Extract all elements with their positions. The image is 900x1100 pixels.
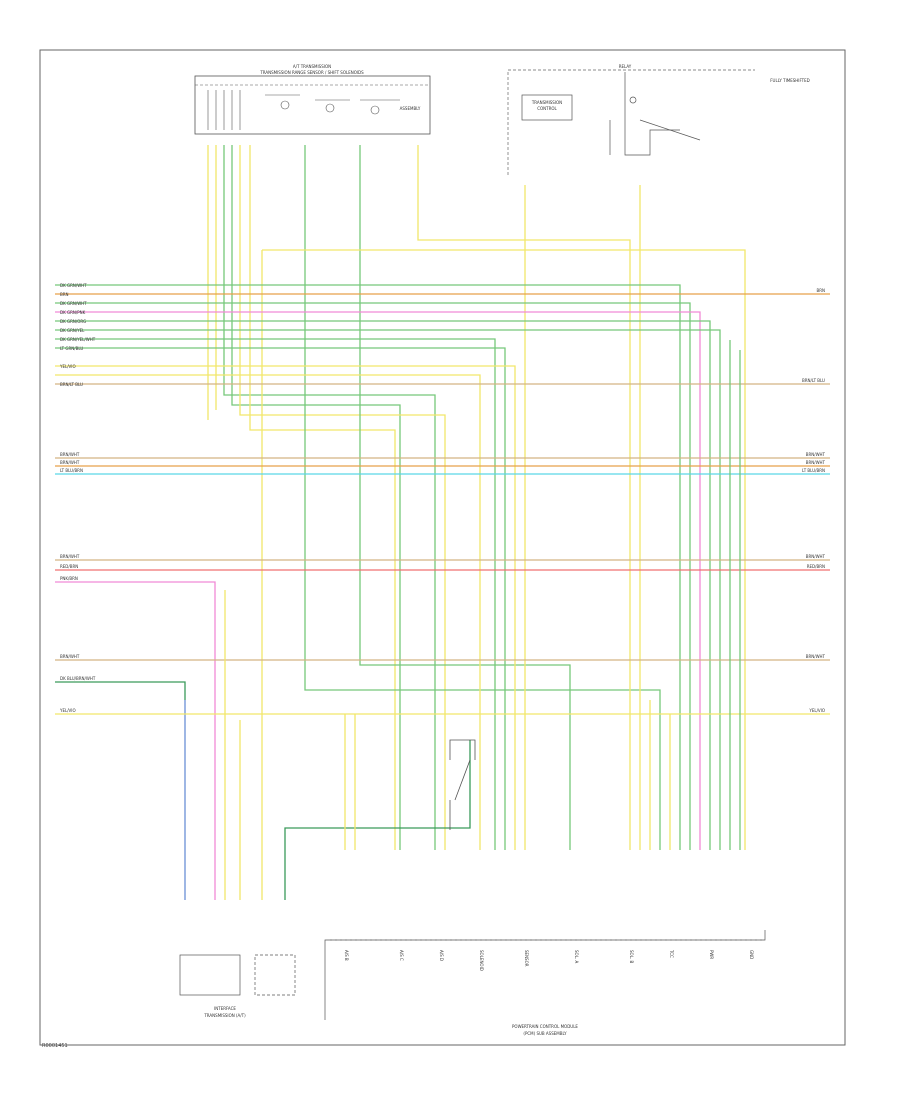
pin-label-5: SENSOR (524, 950, 529, 967)
right-label-5: LT BLU/BRN (802, 468, 825, 473)
left-label-3: DK GRN/WHT (60, 301, 87, 306)
pcm-title: POWERTRAIN CONTROL MODULE (512, 1024, 578, 1029)
top-right-box-label: TRANSMISSION (531, 100, 562, 105)
diagram-frame (39, 49, 846, 1046)
bottom-left-title: INTERFACE (214, 1006, 236, 1011)
top-right-relay: TRANSMISSION CONTROL RELAY FULLY TIMESHI… (507, 64, 810, 175)
pin-label-1: A/S B (344, 950, 349, 961)
footer-code: R0001451 (42, 1043, 68, 1049)
left-label-16: PNK/BRN (60, 576, 78, 581)
pin-label-3: A/S D (439, 950, 444, 961)
bus-9 (55, 365, 516, 850)
left-label-19: YEL/VIO (59, 708, 76, 713)
pin-label-7: SOL. B (629, 950, 634, 963)
wire-tr-7 (304, 145, 661, 850)
center-switch (449, 739, 476, 830)
top-module-box-label: ASSEMBLY (400, 106, 421, 111)
top-right-box-sub: CONTROL (537, 106, 557, 111)
top-right-note: FULLY TIMESHIFTED (770, 78, 809, 83)
wire-tr-5 (239, 145, 446, 850)
bus-8 (55, 347, 506, 850)
top-module-title: A/T TRANSMISSION (293, 64, 331, 69)
bus-10 (55, 374, 481, 850)
left-label-5: DK GRN/ORG (60, 319, 86, 324)
left-label-6: DK GRN/YEL (60, 328, 85, 333)
pcm-sub: (PCM) SUB ASSEMBLY (523, 1031, 567, 1036)
left-label-13: LT BLU/BRN (60, 468, 83, 473)
wire-tr-3 (223, 145, 436, 850)
left-label-12: BRN/WHT (60, 460, 80, 465)
right-label-2: BRN/LT BLU (802, 378, 825, 383)
wire-tr-9 (417, 145, 631, 850)
pin-label-9: PWR (709, 950, 714, 959)
right-label-3: BRN/WHT (806, 452, 826, 457)
wire-tr-8 (359, 145, 571, 850)
top-transmission-assembly: A/T TRANSMISSION TRANSMISSION RANGE SENS… (194, 64, 431, 135)
bus-6 (55, 329, 721, 850)
wire-bl-3 (284, 740, 471, 900)
bus-5 (55, 320, 711, 850)
left-label-15: RED/BRN (60, 564, 78, 569)
pcm-connector: POWERTRAIN CONTROL MODULE (PCM) SUB ASSE… (324, 930, 766, 1036)
right-label-6: BRN/WHT (806, 554, 826, 559)
bus-19 (55, 681, 186, 900)
bottom-left-component: INTERFACE TRANSMISSION (A/T) (179, 954, 296, 1018)
bus-17 (55, 581, 216, 900)
left-label-17: BRN/WHT (60, 654, 80, 659)
left-label-8: LT GRN/BLU (60, 346, 83, 351)
bus-1 (55, 284, 681, 850)
left-label-9: YEL/VIO (59, 364, 76, 369)
left-label-11: BRN/WHT (60, 452, 80, 457)
left-label-1: DK GRN/WHT (60, 283, 87, 288)
left-label-7: DK GRN/YEL/WHT (60, 337, 96, 342)
bottom-left-sub: TRANSMISSION (A/T) (203, 1013, 246, 1018)
bus-4 (55, 311, 701, 850)
left-label-14: BRN/WHT (60, 554, 80, 559)
right-label-4: BRN/WHT (806, 460, 826, 465)
right-label-9: YEL/VIO (808, 708, 825, 713)
bus-3 (55, 302, 691, 850)
pin-label-8: TCC (669, 949, 674, 958)
pin-label-2: A/S C (399, 950, 404, 961)
wire-tr-6 (249, 145, 396, 850)
bus-7 (55, 338, 496, 850)
right-label-8: BRN/WHT (806, 654, 826, 659)
top-right-relay-label: RELAY (619, 64, 632, 69)
pin-label-4: SOLENOID (479, 950, 484, 971)
left-label-10: BRN/LT BLU (60, 382, 83, 387)
wire-tr-12 (262, 249, 746, 850)
left-label-18: DK BLU/BRN/WHT (60, 676, 96, 681)
left-label-2: BRN (60, 292, 69, 297)
right-label-1: BRN (816, 288, 825, 293)
right-label-7: RED/BRN (807, 564, 825, 569)
left-label-4: DK GRN/PNK (60, 310, 86, 315)
pin-label-6: SOL. A (574, 950, 579, 963)
wire-tr-4 (231, 145, 401, 850)
pin-label-10: GND (749, 950, 754, 959)
top-module-subtitle: TRANSMISSION RANGE SENSOR / SHIFT SOLENO… (259, 70, 364, 75)
